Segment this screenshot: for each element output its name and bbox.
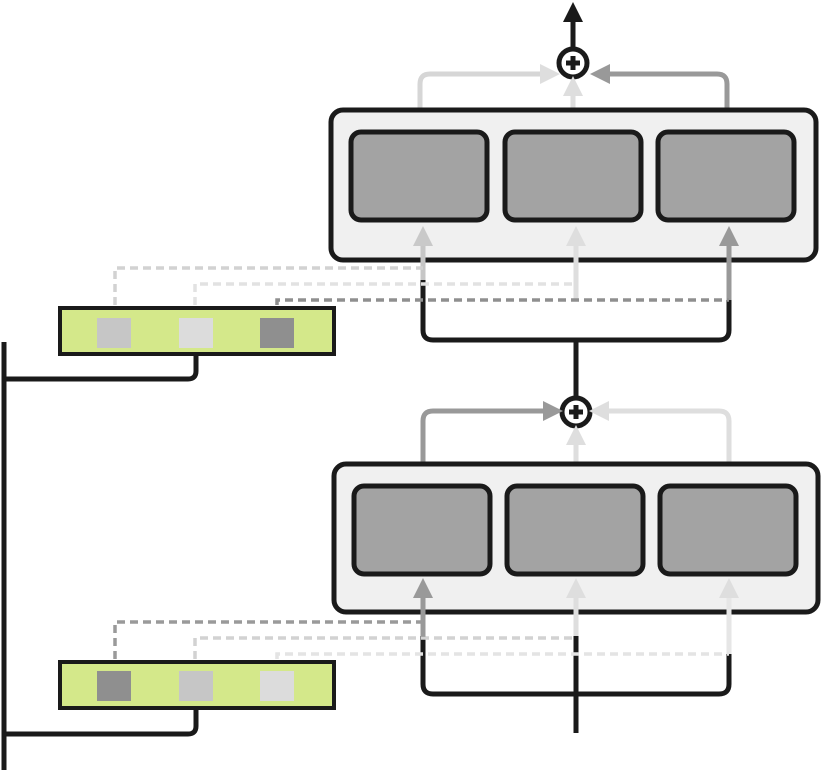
sum-node-lower bbox=[559, 395, 593, 429]
expert-box-upper-1 bbox=[348, 129, 490, 223]
trunk-to-router-lower bbox=[4, 708, 199, 737]
router-weight-lower-3 bbox=[260, 671, 294, 701]
expert-box-lower-1 bbox=[351, 483, 493, 577]
lower-moe-layer bbox=[331, 395, 821, 733]
expert-box-lower-3 bbox=[657, 483, 799, 577]
router-weight-upper-1 bbox=[97, 318, 131, 348]
expert-output-arrow-upper-3 bbox=[590, 64, 730, 130]
router-weight-lower-2 bbox=[179, 671, 213, 701]
router-weight-upper-2 bbox=[179, 318, 213, 348]
expert-box-lower-2 bbox=[504, 483, 646, 577]
expert-box-upper-2 bbox=[502, 129, 644, 223]
router-lower bbox=[58, 660, 336, 710]
router-weight-upper-3 bbox=[260, 318, 294, 348]
router-weight-lower-1 bbox=[97, 671, 131, 701]
expert-box-upper-3 bbox=[655, 129, 797, 223]
expert-output-arrow-lower-1 bbox=[420, 401, 563, 484]
expert-output-arrow-lower-3 bbox=[589, 401, 732, 484]
sum-node-upper bbox=[556, 46, 590, 80]
router-upper bbox=[58, 306, 336, 356]
upper-moe-layer bbox=[328, 2, 819, 343]
expert-output-arrow-upper-1 bbox=[417, 64, 560, 130]
trunk-to-router-upper bbox=[4, 354, 199, 382]
